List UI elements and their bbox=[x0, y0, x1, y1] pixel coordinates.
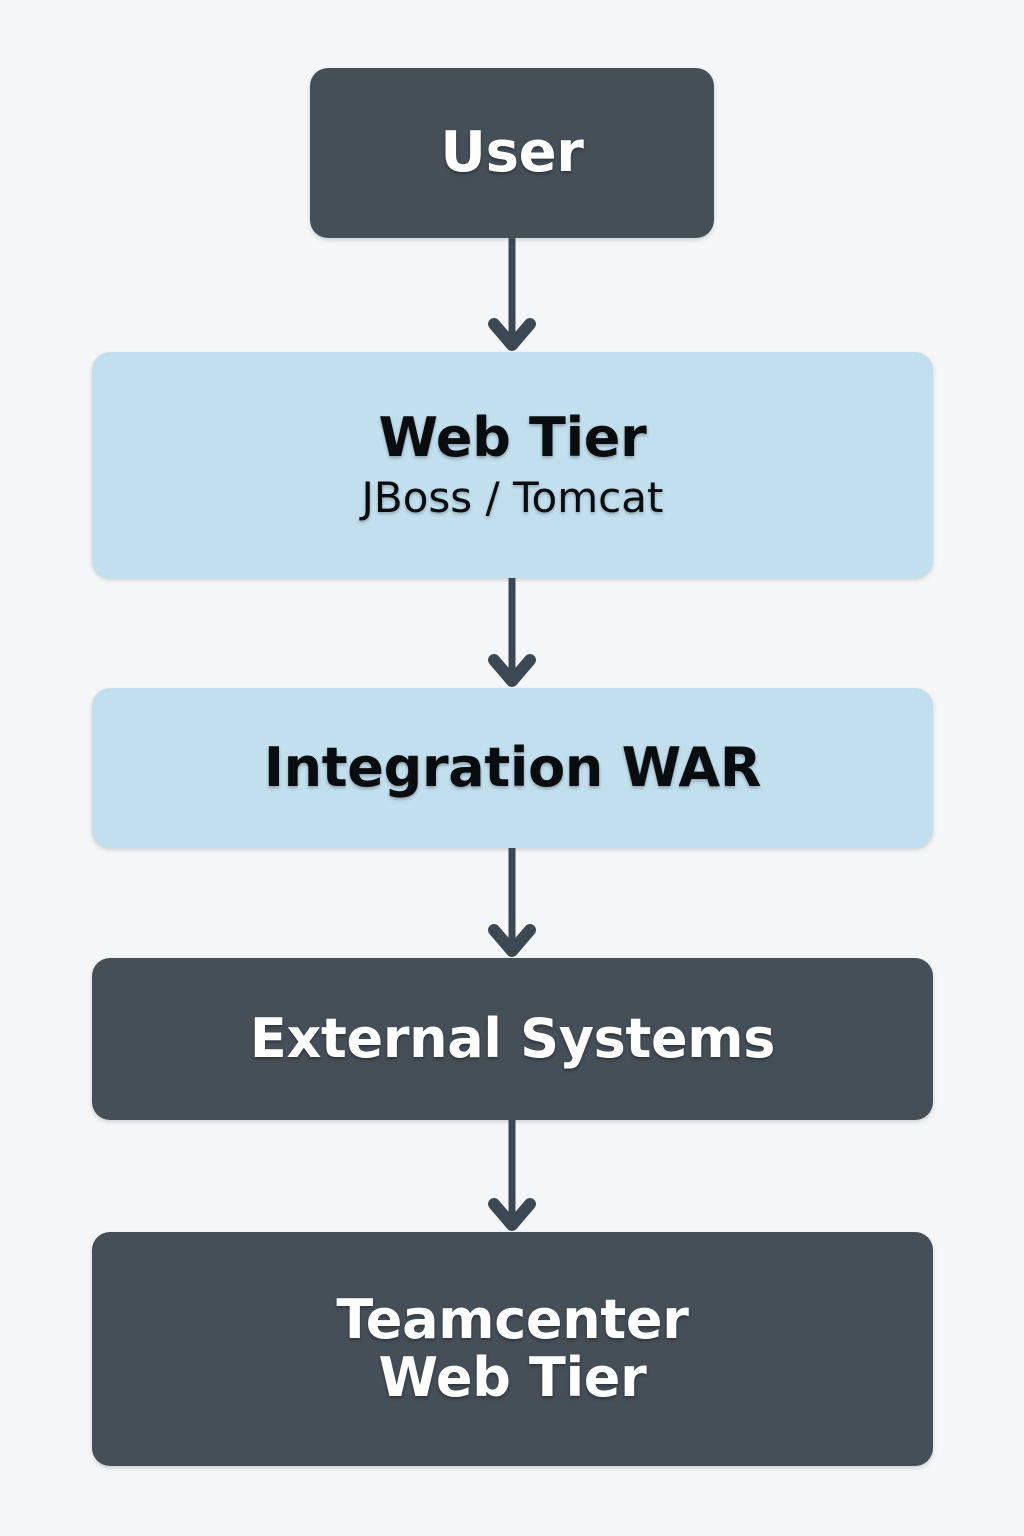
arrow-down-icon-web-tier-to-integration-war bbox=[0, 578, 1024, 688]
node-integration-war-title: Integration WAR bbox=[263, 735, 762, 799]
node-teamcenter-web-tier[interactable]: Teamcenter Web Tier bbox=[92, 1232, 933, 1466]
node-web-tier-title: Web Tier bbox=[378, 405, 647, 469]
node-user-title: User bbox=[440, 119, 584, 185]
node-external-systems-title: External Systems bbox=[249, 1006, 776, 1070]
node-web-tier[interactable]: Web Tier JBoss / Tomcat bbox=[92, 352, 933, 578]
node-user[interactable]: User bbox=[310, 68, 714, 238]
node-external-systems[interactable]: External Systems bbox=[92, 958, 933, 1120]
arrow-down-icon-user-to-web-tier bbox=[0, 238, 1024, 352]
node-web-tier-subtitle: JBoss / Tomcat bbox=[361, 473, 664, 523]
node-integration-war[interactable]: Integration WAR bbox=[92, 688, 933, 848]
node-teamcenter-title-line1: Teamcenter bbox=[336, 1287, 689, 1351]
arrow-down-icon-integration-war-to-external-systems bbox=[0, 848, 1024, 958]
arrow-down-icon-external-systems-to-teamcenter bbox=[0, 1120, 1024, 1232]
node-teamcenter-title-line2: Web Tier bbox=[378, 1346, 647, 1409]
